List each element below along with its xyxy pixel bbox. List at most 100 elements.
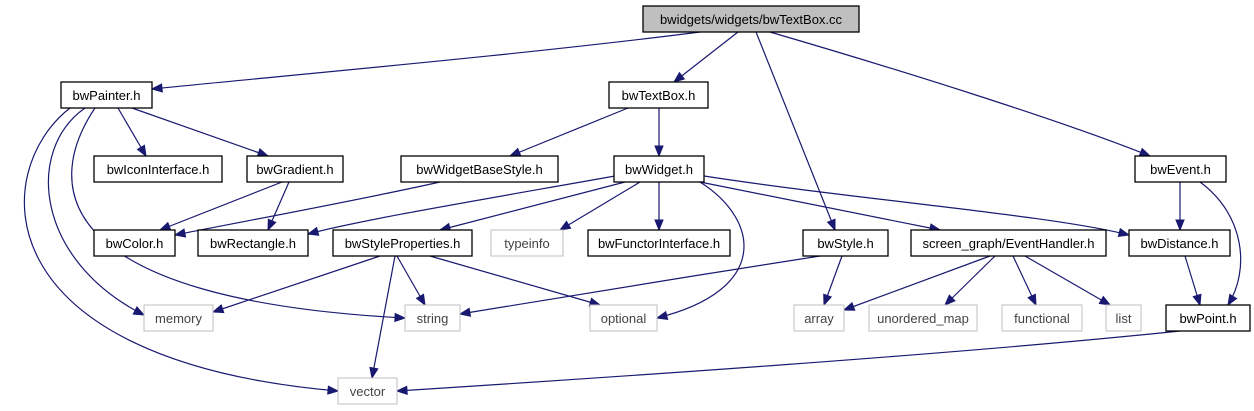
edge-line	[396, 330, 1181, 392]
node-array[interactable]: array	[793, 304, 845, 332]
arrow-head-icon	[508, 147, 522, 157]
edge-line	[944, 255, 996, 306]
node-bwdistance-h[interactable]: bwDistance.h	[1128, 229, 1231, 257]
node-vector[interactable]: vector	[337, 377, 398, 405]
edge-line	[656, 181, 745, 319]
edge-evhandler-to-umap	[944, 255, 996, 306]
svg-text:bwTextBox.h: bwTextBox.h	[622, 88, 696, 103]
arrow-head-icon	[394, 312, 407, 323]
svg-text:bwDistance.h: bwDistance.h	[1140, 236, 1218, 251]
arrow-head-icon	[267, 218, 277, 232]
arrow-head-icon	[395, 385, 408, 396]
node-screen-graph-eventhandler-h[interactable]: screen_graph/EventHandler.h	[910, 229, 1107, 257]
edge-widget-to-optional	[655, 181, 745, 321]
arrow-head-icon	[136, 144, 147, 158]
node-bwevent-h[interactable]: bwEvent.h	[1134, 155, 1227, 183]
edge-event-to-point	[1199, 181, 1242, 307]
edge-evhandler-to-array	[842, 255, 991, 311]
svg-text:array: array	[804, 311, 834, 326]
edge-widget-to-functor	[654, 182, 664, 232]
svg-text:bwStyle.h: bwStyle.h	[817, 236, 873, 251]
nodes-layer: bwidgets/widgets/bwTextBox.cc bwPainter.…	[60, 5, 1251, 405]
node-typeinfo[interactable]: typeinfo	[490, 229, 564, 257]
arrow-head-icon	[558, 220, 572, 231]
edge-line	[703, 175, 1130, 236]
edge-line	[509, 107, 629, 157]
arrow-head-icon	[327, 385, 340, 395]
arrow-head-icon	[1117, 227, 1131, 238]
edge-style-to-string	[458, 255, 821, 317]
svg-text:memory: memory	[155, 311, 202, 326]
node-bwpainter-h[interactable]: bwPainter.h	[60, 81, 153, 109]
arrow-head-icon	[1098, 295, 1112, 306]
node-bwstyleproperties-h[interactable]: bwStyleProperties.h	[332, 229, 473, 257]
edge-line	[71, 107, 406, 319]
edge-line	[307, 175, 616, 235]
svg-text:bwIconInterface.h: bwIconInterface.h	[107, 162, 210, 177]
edge-root-to-event	[769, 31, 1152, 157]
edge-line	[559, 181, 641, 231]
node-bwtextbox-h[interactable]: bwTextBox.h	[608, 81, 709, 109]
edge-line	[769, 31, 1151, 157]
arrow-head-icon	[672, 71, 686, 83]
node-bwfunctorinterface-h[interactable]: bwFunctorInterface.h	[587, 229, 731, 257]
edge-line	[1024, 255, 1111, 306]
node-string[interactable]: string	[404, 304, 461, 332]
svg-text:optional: optional	[601, 311, 647, 326]
node-bwgradient-h[interactable]: bwGradient.h	[246, 155, 344, 183]
node-bwpoint-h[interactable]: bwPoint.h	[1165, 304, 1251, 332]
edge-line	[755, 31, 836, 231]
svg-text:bwColor.h: bwColor.h	[106, 236, 164, 251]
node-bwwidget-h[interactable]: bwWidget.h	[613, 155, 705, 183]
edge-event-to-distance	[1175, 182, 1185, 232]
svg-text:bwWidgetBaseStyle.h: bwWidgetBaseStyle.h	[416, 162, 542, 177]
svg-text:string: string	[417, 311, 449, 326]
node-bwrectangle-h[interactable]: bwRectangle.h	[197, 229, 309, 257]
node-bwstyle-h[interactable]: bwStyle.h	[802, 229, 889, 257]
svg-text:vector: vector	[350, 384, 386, 399]
arrow-head-icon	[823, 293, 833, 307]
arrow-head-icon	[1138, 147, 1152, 157]
arrow-head-icon	[256, 148, 270, 157]
node-list[interactable]: list	[1105, 304, 1142, 332]
edge-widget-to-typeinfo	[558, 181, 641, 231]
node-bwcolor-h[interactable]: bwColor.h	[93, 229, 176, 257]
node-memory[interactable]: memory	[143, 304, 214, 332]
edge-line	[843, 255, 991, 311]
node-optional[interactable]: optional	[589, 304, 658, 332]
svg-text:bwPoint.h: bwPoint.h	[1179, 311, 1236, 326]
arrow-head-icon	[654, 219, 664, 232]
arrow-head-icon	[842, 301, 856, 311]
svg-text:functional: functional	[1014, 311, 1070, 326]
arrow-head-icon	[458, 307, 472, 317]
edge-gradient-to-color	[158, 181, 283, 231]
edge-line	[673, 31, 739, 83]
svg-text:bwidgets/widgets/bwTextBox.cc: bwidgets/widgets/bwTextBox.cc	[660, 12, 843, 27]
node-root-bwtextbox-cc[interactable]: bwidgets/widgets/bwTextBox.cc	[642, 5, 860, 33]
edge-distance-to-point	[1184, 255, 1202, 307]
edge-point-to-vector	[395, 330, 1181, 396]
edge-styleprops-to-string	[396, 255, 426, 307]
node-unordered-map[interactable]: unordered_map	[868, 304, 978, 332]
svg-text:bwFunctorInterface.h: bwFunctorInterface.h	[598, 236, 720, 251]
node-functional[interactable]: functional	[1001, 304, 1083, 332]
edge-line	[159, 181, 283, 231]
arrow-head-icon	[415, 293, 426, 307]
edge-line	[439, 181, 626, 231]
edge-painter-to-gradient	[131, 107, 270, 157]
arrow-head-icon	[158, 221, 172, 231]
edge-painter-to-string	[71, 107, 407, 323]
edge-widget-to-distance	[703, 175, 1131, 238]
edge-root-to-style	[755, 31, 836, 232]
edge-line	[23, 107, 339, 392]
node-bwiconinterface-h[interactable]: bwIconInterface.h	[93, 155, 223, 183]
edge-wbstyle-to-color	[173, 181, 441, 238]
arrow-head-icon	[306, 226, 320, 236]
edge-line	[459, 255, 821, 315]
edge-line	[212, 255, 381, 313]
svg-text:bwGradient.h: bwGradient.h	[256, 162, 333, 177]
arrow-head-icon	[654, 145, 664, 158]
node-bwwidgetbasestyle-h[interactable]: bwWidgetBaseStyle.h	[400, 155, 559, 183]
svg-text:bwWidget.h: bwWidget.h	[625, 162, 693, 177]
